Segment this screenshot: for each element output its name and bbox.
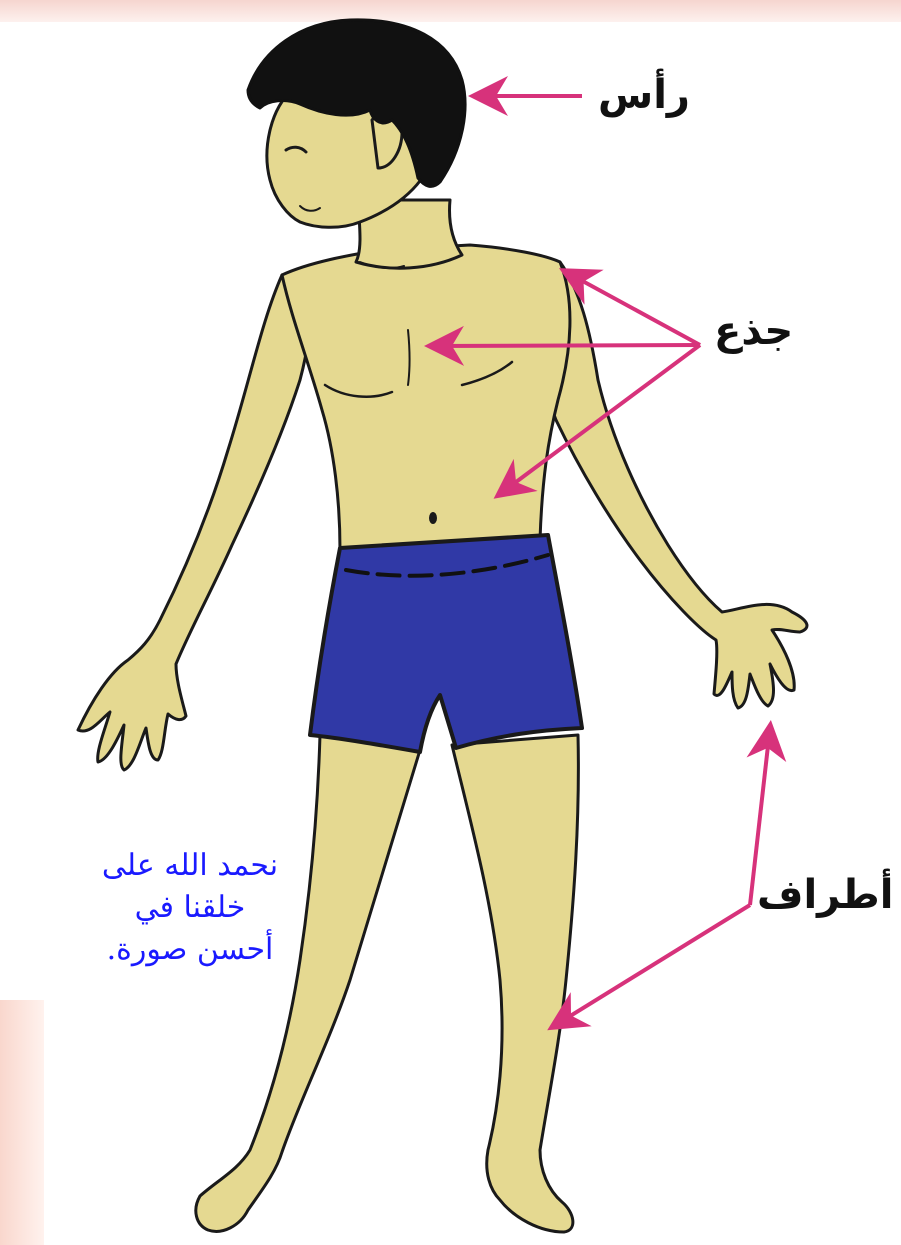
caption-text: نحمد الله على خلقنا في أحسن صورة. bbox=[70, 845, 310, 971]
label-head: رأس bbox=[598, 72, 690, 118]
caption-line-3: أحسن صورة. bbox=[70, 929, 310, 971]
right-leg bbox=[452, 735, 578, 1232]
label-limbs: أطراف bbox=[757, 872, 893, 918]
boy-figure bbox=[78, 20, 807, 1232]
left-leg bbox=[196, 735, 420, 1231]
arrow-trunk-chest bbox=[432, 345, 700, 346]
left-arm bbox=[78, 275, 311, 770]
label-trunk: جذع bbox=[714, 308, 793, 354]
caption-line-1: نحمد الله على bbox=[70, 845, 310, 887]
torso bbox=[282, 245, 570, 550]
caption-line-2: خلقنا في bbox=[70, 887, 310, 929]
shorts bbox=[310, 535, 582, 752]
arrow-limbs-leg bbox=[554, 905, 750, 1026]
navel bbox=[429, 512, 437, 524]
